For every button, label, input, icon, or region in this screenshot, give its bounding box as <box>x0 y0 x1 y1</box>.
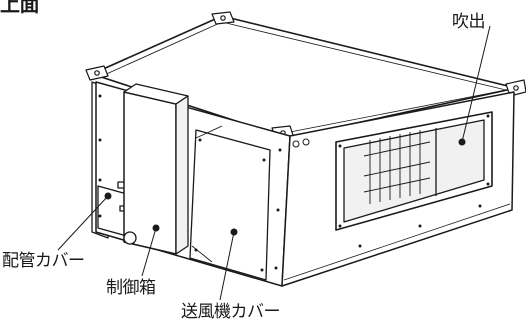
leader-fan-cover <box>219 231 235 301</box>
label-fan-cover: 送風機カバー <box>181 302 281 322</box>
fan-cover-panel <box>189 129 271 281</box>
fan-cover-diagonal <box>195 125 223 139</box>
outlet-louvers <box>363 130 431 204</box>
control-box-front <box>123 91 177 255</box>
round-ports <box>292 138 310 148</box>
outlet-flange-inner <box>343 119 485 223</box>
mount-bracket-top <box>211 11 235 25</box>
leader-control-box <box>141 227 157 277</box>
control-box-side <box>175 95 189 255</box>
top-inner-edge <box>101 21 507 133</box>
label-control-box: 制御箱 <box>106 278 156 298</box>
leader-outlet <box>461 25 491 143</box>
label-pipe-cover: 配管カバー <box>2 251 85 271</box>
mount-bracket-left <box>85 65 109 81</box>
panel-screws <box>98 94 490 272</box>
control-box-knob <box>123 231 137 245</box>
section-title-fragment: 上面 <box>0 0 40 16</box>
leader-pipe-cover <box>57 195 109 251</box>
right-bottom-lip <box>283 203 511 281</box>
label-outlet: 吹出 <box>452 12 486 32</box>
